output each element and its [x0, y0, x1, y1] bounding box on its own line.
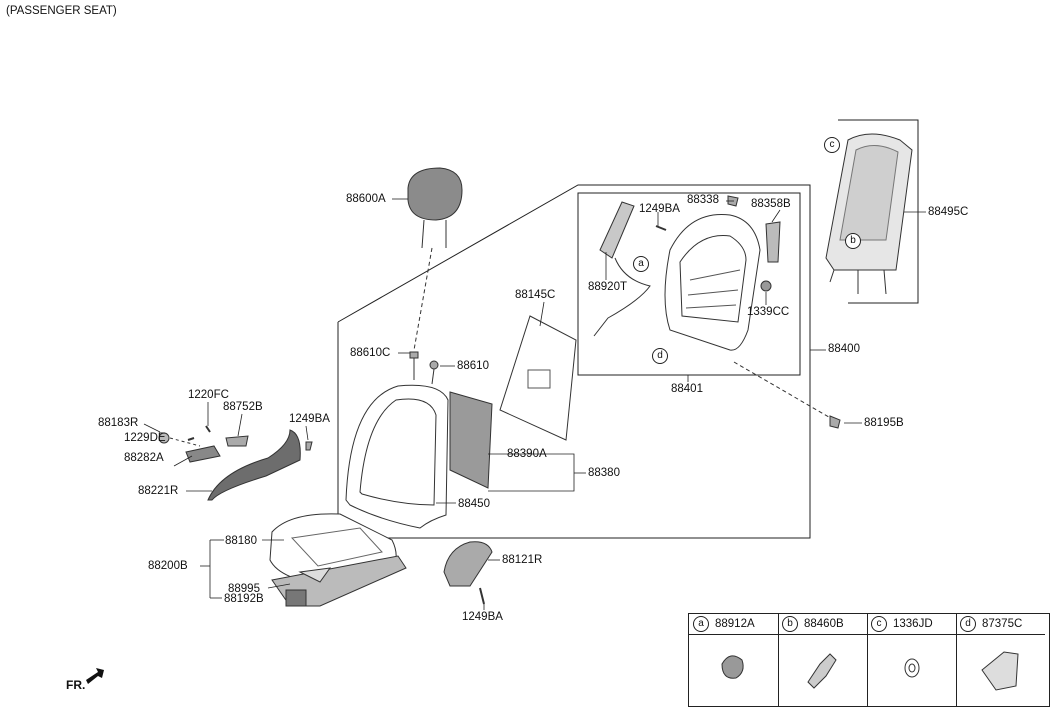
label-88121R[interactable]: 88121R: [502, 554, 543, 566]
headrest-guides: [409, 351, 439, 385]
legend-letter-b: b: [782, 616, 798, 632]
legend-letter-d: d: [960, 616, 976, 632]
legend-icons: [721, 651, 1019, 691]
label-1249BA-top[interactable]: 1249BA: [639, 203, 680, 215]
diagram-title: (PASSENGER SEAT): [6, 5, 117, 17]
legend-cell-a[interactable]: a 88912A: [689, 614, 779, 706]
label-88200B[interactable]: 88200B: [148, 560, 188, 572]
legend-part-a: 88912A: [715, 618, 755, 630]
back-board-88145C: [499, 315, 577, 441]
clip-88912A-icon: [721, 655, 744, 679]
legend-letter-c: c: [871, 616, 887, 632]
screw-1249BA-top: [655, 225, 667, 231]
legend-letter-a: a: [693, 616, 709, 632]
label-88192B[interactable]: 88192B: [224, 593, 264, 605]
label-88180[interactable]: 88180: [225, 535, 257, 547]
bolt-88195B: [829, 415, 841, 429]
label-88495C[interactable]: 88495C: [928, 206, 969, 218]
legend-cell-b[interactable]: b 88460B: [778, 614, 868, 706]
legend-table: a 88912A b 88460B c 1336JD d 87375C: [688, 613, 1050, 707]
back-panel-88390A: [449, 391, 493, 489]
label-1220FC[interactable]: 1220FC: [188, 389, 229, 401]
label-88145C[interactable]: 88145C: [515, 289, 556, 301]
grommet-1336JD-icon: [904, 658, 920, 678]
label-88338[interactable]: 88338: [687, 194, 719, 206]
seat-back-cushion: [345, 384, 449, 529]
back-cover-88495C: [825, 133, 913, 295]
clip-88460B-icon: [807, 653, 837, 689]
front-arrow-icon: [86, 668, 104, 684]
label-88600A[interactable]: 88600A: [346, 193, 386, 205]
callout-d[interactable]: d: [652, 348, 668, 364]
legend-cell-c[interactable]: c 1336JD: [867, 614, 957, 706]
front-direction-label: FR.: [66, 678, 86, 692]
callout-a[interactable]: a: [633, 256, 649, 272]
label-88752B[interactable]: 88752B: [223, 401, 263, 413]
headrest-88600A: [407, 167, 463, 249]
label-1339CC[interactable]: 1339CC: [747, 306, 790, 318]
label-88920T[interactable]: 88920T: [588, 281, 628, 293]
legend-part-d: 87375C: [982, 618, 1023, 630]
label-88358B[interactable]: 88358B: [751, 198, 791, 210]
legend-part-c: 1336JD: [893, 618, 933, 630]
label-88183R[interactable]: 88183R: [98, 417, 139, 429]
label-88390A[interactable]: 88390A: [507, 448, 547, 460]
group-frame-88401: [577, 192, 801, 376]
screw-1249BA-bottom: [479, 587, 485, 605]
label-1229DE[interactable]: 1229DE: [124, 432, 166, 444]
label-88610[interactable]: 88610: [457, 360, 489, 372]
label-88995[interactable]: 88995: [228, 583, 260, 595]
side-airbag-88920T: [593, 201, 651, 337]
bracket-88358B: [765, 221, 781, 263]
legend-cell-d[interactable]: d 87375C: [956, 614, 1045, 706]
label-88610C[interactable]: 88610C: [350, 347, 391, 359]
label-88401[interactable]: 88401: [671, 383, 703, 395]
seat-track-88200B: [271, 555, 407, 607]
label-88450[interactable]: 88450: [458, 498, 490, 510]
bracket-87375C-icon: [981, 651, 1019, 691]
label-88380[interactable]: 88380: [588, 467, 620, 479]
callout-b[interactable]: b: [845, 233, 861, 249]
label-1249BA-bottom[interactable]: 1249BA: [462, 611, 503, 623]
group-frame-88495C: [838, 119, 919, 304]
side-shield-88221R: [158, 425, 313, 501]
seat-back-frame: [664, 213, 761, 351]
callout-c[interactable]: c: [824, 137, 840, 153]
label-88282A[interactable]: 88282A: [124, 452, 164, 464]
cover-88121R: [443, 541, 493, 587]
label-88400[interactable]: 88400: [828, 343, 860, 355]
group-frame-88400: [337, 184, 811, 539]
label-88195B[interactable]: 88195B: [864, 417, 904, 429]
label-88221R[interactable]: 88221R: [138, 485, 179, 497]
label-1249BA-left[interactable]: 1249BA: [289, 413, 330, 425]
legend-part-b: 88460B: [804, 618, 844, 630]
nut-1339CC: [760, 280, 772, 292]
